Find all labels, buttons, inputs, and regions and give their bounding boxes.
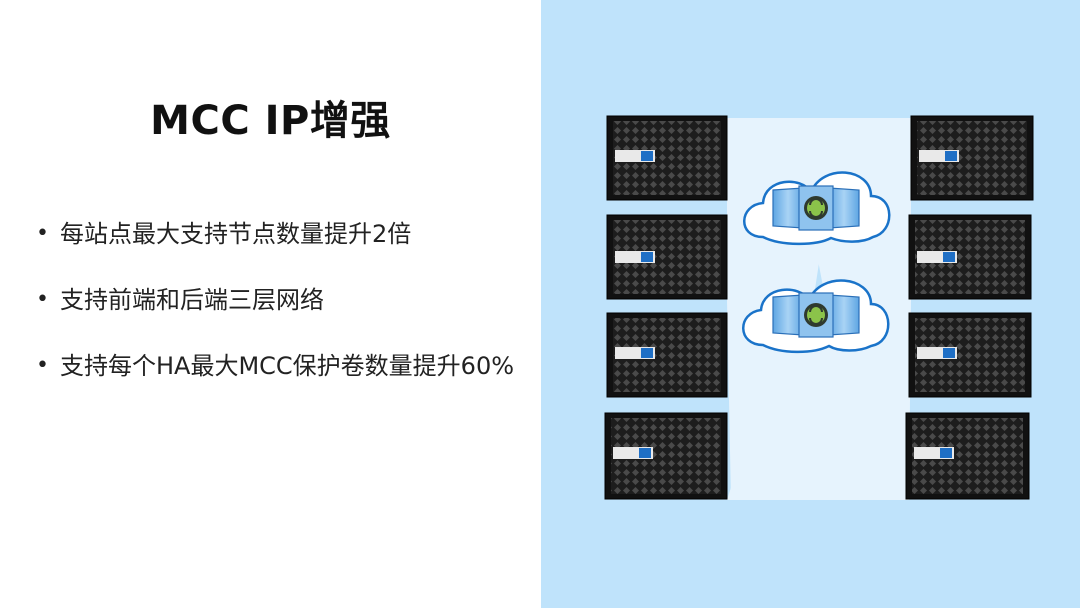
server-icon [908,214,1032,300]
server-icon [910,115,1034,201]
beam-bottom [727,330,909,500]
cloud-icon [742,279,890,354]
bullet-text: 支持前端和后端三层网络 [60,286,324,314]
bullet-item: • 支持前端和后端三层网络 [36,274,526,326]
bullet-dot: • [36,353,49,378]
text-panel: MCC IP增强 • 每站点最大支持节点数量提升2倍 • 支持前端和后端三层网络… [36,98,526,406]
server-icon [606,115,728,201]
cloud-icon [743,171,891,246]
illustration [604,115,1034,500]
server-icon [606,312,728,398]
connector-icon [772,185,860,231]
connector-icon [772,292,860,338]
server-stack-right [905,115,1034,500]
bullet-dot: • [36,287,49,312]
server-stack-left [604,115,728,500]
bullet-item: • 支持每个HA最大MCC保护卷数量提升60% [36,340,526,392]
server-icon [606,214,728,300]
bullet-text: 支持每个HA最大MCC保护卷数量提升60% [60,352,515,380]
bullet-dot: • [36,221,49,246]
beam-top [727,118,911,190]
server-icon [604,412,728,500]
bullet-text: 每站点最大支持节点数量提升2倍 [60,220,412,248]
slide-title: MCC IP增强 [150,98,391,144]
bullet-list: • 每站点最大支持节点数量提升2倍 • 支持前端和后端三层网络 • 支持每个HA… [36,208,526,406]
server-icon [908,312,1032,398]
server-icon [905,412,1030,500]
bullet-item: • 每站点最大支持节点数量提升2倍 [36,208,526,260]
